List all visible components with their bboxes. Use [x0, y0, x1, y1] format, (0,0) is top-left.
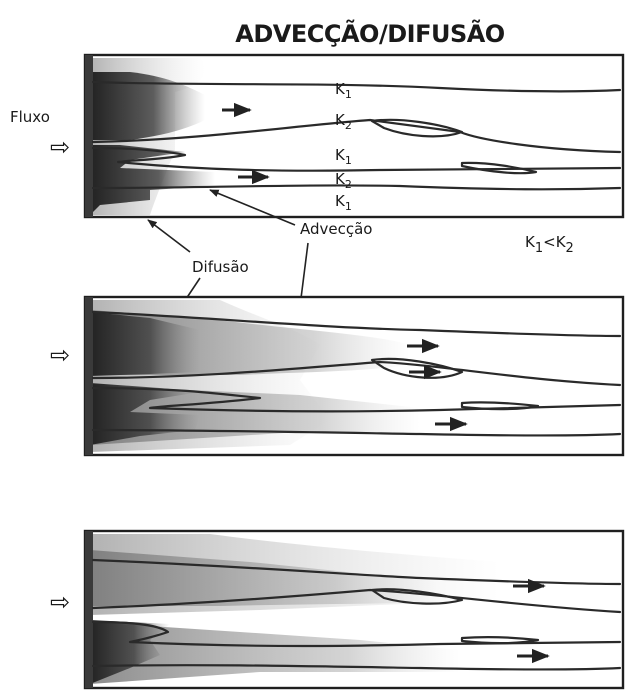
- panel-3: [85, 531, 623, 688]
- panel-1-inlet-wall: [85, 55, 93, 217]
- hollow-right-arrow-icon: ⇨: [50, 133, 70, 161]
- panel-2-inlet-wall: [85, 297, 93, 455]
- permeability-relation: K1<K2: [525, 233, 574, 256]
- inflow-label: Fluxo: [10, 108, 50, 126]
- panel-3-inlet-wall: [85, 531, 93, 688]
- panel-2: [85, 297, 623, 455]
- advection-label: Advecção: [300, 220, 373, 238]
- diagram-title: ADVECÇÃO/DIFUSÃO: [235, 19, 505, 48]
- panel-1: K1 K2 K1 K2 K1: [85, 55, 623, 217]
- hollow-right-arrow-icon: ⇨: [50, 341, 70, 369]
- diffusion-callout-line-1: [148, 220, 190, 252]
- hollow-right-arrow-icon: ⇨: [50, 588, 70, 616]
- diffusion-label: Difusão: [192, 258, 249, 276]
